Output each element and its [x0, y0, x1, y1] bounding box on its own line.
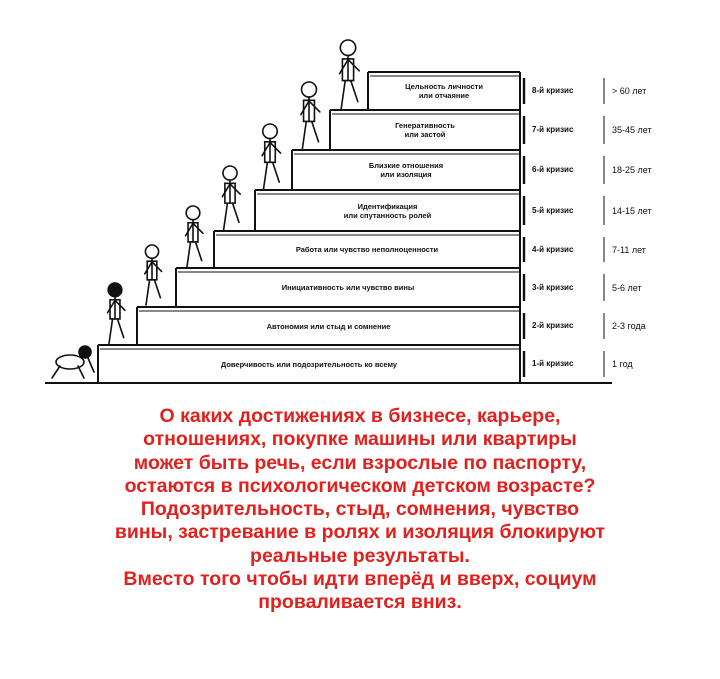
crisis-label: 1-й кризис [532, 359, 573, 368]
stage-label: Генеративность или застой [336, 121, 514, 139]
crisis-label: 4-й кризис [532, 245, 573, 254]
crisis-label: 3-й кризис [532, 283, 573, 292]
age-label: > 60 лет [612, 86, 646, 96]
age-label: 1 год [612, 359, 633, 369]
age-label: 18-25 лет [612, 165, 652, 175]
stage-label: Цельность личности или отчаяние [374, 82, 514, 100]
person-figure [262, 124, 280, 190]
stage-label: Близкие отношения или изоляция [298, 161, 514, 179]
crisis-label: 2-й кризис [532, 321, 573, 330]
stair-outline [45, 72, 612, 383]
stage-label: Инициативность или чувство вины [182, 283, 514, 292]
age-label: 35-45 лет [612, 125, 652, 135]
caption-line: проваливается вниз. [40, 591, 680, 614]
caption-line: О каких достижениях в бизнесе, карьере, [40, 405, 680, 428]
age-label: 14-15 лет [612, 206, 652, 216]
caption-line: может быть речь, если взрослые по паспор… [40, 452, 680, 475]
crisis-label: 7-й кризис [532, 125, 573, 134]
caption-text: О каких достижениях в бизнесе, карьере,о… [40, 405, 680, 615]
person-figure [108, 283, 125, 345]
caption-line: вины, застревание в ролях и изоляция бло… [40, 521, 680, 544]
caption-line: Подозрительность, стыд, сомнения, чувств… [40, 498, 680, 521]
crisis-label: 5-й кризис [532, 206, 573, 215]
caption-line: остаются в психологическом детском возра… [40, 475, 680, 498]
caption-line: реальные результаты. [40, 545, 680, 568]
person-figure [186, 206, 203, 268]
staircase-diagram: Доверчивость или подозрительность ко все… [0, 0, 720, 400]
baby-figure [52, 346, 94, 378]
stage-label: Автономия или стыд и сомнение [143, 322, 514, 331]
stage-label: Работа или чувство неполноценности [220, 245, 514, 254]
stage-label: Доверчивость или подозрительность ко все… [104, 360, 514, 369]
stage-label: Идентификация или спутанность ролей [261, 202, 514, 220]
person-figure [340, 40, 360, 110]
caption-line: Вместо того чтобы идти вперёд и вверх, с… [40, 568, 680, 591]
crisis-label: 6-й кризис [532, 165, 573, 174]
person-figure [222, 166, 240, 230]
caption-line: отношениях, покупке машины или квартиры [40, 428, 680, 451]
age-label: 5-6 лет [612, 283, 642, 293]
staircase-drawing [0, 0, 720, 400]
age-label: 2-3 года [612, 321, 646, 331]
crisis-label: 8-й кризис [532, 86, 573, 95]
age-label: 7-11 лет [612, 245, 646, 255]
person-figure [145, 245, 162, 305]
person-figure [301, 82, 320, 150]
